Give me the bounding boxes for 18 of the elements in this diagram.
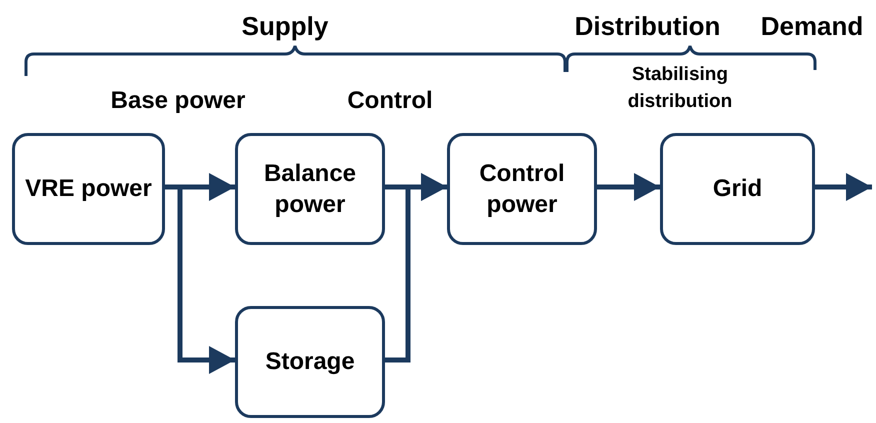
box-label: VRE power xyxy=(25,174,152,204)
section-label: Stabilising distribution xyxy=(626,63,734,114)
process-box xyxy=(447,133,597,245)
process-box xyxy=(12,133,165,245)
box-label: Grid xyxy=(712,174,762,204)
section-label: Distribution xyxy=(574,10,722,43)
arrow xyxy=(815,173,872,201)
process-box xyxy=(235,306,385,418)
box-label: Control power xyxy=(478,158,566,220)
arrow xyxy=(597,173,660,201)
section-label: Supply xyxy=(240,10,330,43)
process-box xyxy=(235,133,385,245)
box-label: Balance power xyxy=(262,158,358,220)
section-label: Control xyxy=(346,86,434,116)
process-box xyxy=(660,133,815,245)
section-label: Demand xyxy=(760,10,864,43)
box-label: Storage xyxy=(265,347,355,378)
section-label: Base power xyxy=(110,86,246,116)
